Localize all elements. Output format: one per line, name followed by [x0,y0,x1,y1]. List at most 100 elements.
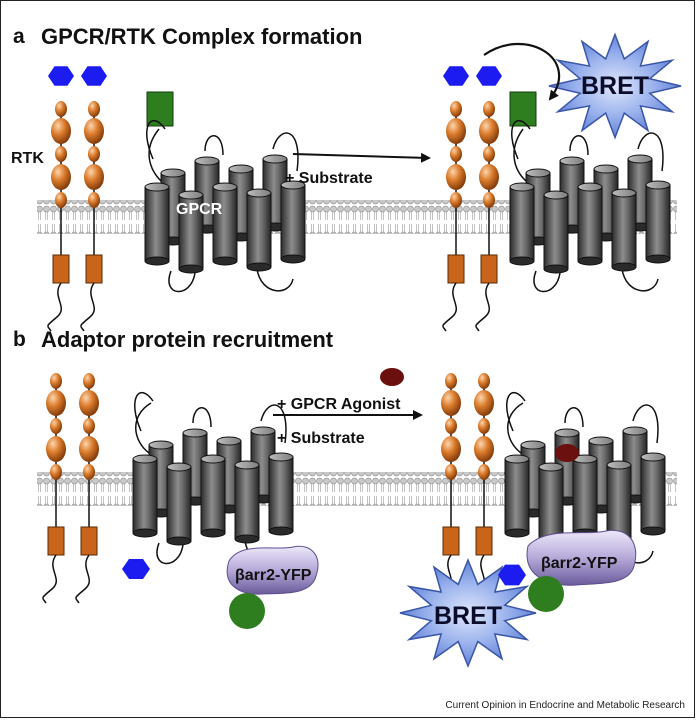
gpcr-helix [509,186,535,262]
rtk-domain-bead [84,118,104,144]
gpcr-helix-base [132,528,158,538]
rtk-domain-bead [441,390,461,416]
rtk-domain-bead [483,101,495,117]
rtk-domain-bead [446,118,466,144]
gpcr-helix-base [178,264,204,274]
gpcr-helix-top [200,454,226,464]
gpcr-loop [272,132,299,172]
rtk-domain-bead [450,192,462,208]
gpcr-helix [572,458,598,534]
gpcr-helix [132,458,158,534]
panel-a-letter: a [13,25,25,48]
gpcr-helix-base [645,254,671,264]
gpcr-helix-top [132,454,158,464]
gpcr-helix-top [262,154,288,164]
rtk-domain-bead [46,390,66,416]
gpcr-loop [256,268,294,292]
rtk-label: RTK [11,150,44,167]
rtk-domain-bead [483,146,495,162]
bret-label-a: BRET [581,72,649,100]
gpcr-loop [168,270,196,293]
rtk-kinase-domain [475,526,493,556]
gpcr-helix-base [268,526,294,536]
rtk-domain-bead [445,418,457,434]
rtk-domain-bead [55,192,67,208]
gpcr-helix-base [509,256,535,266]
gpcr-helix-base [280,254,306,264]
rtk-gpcr-group-a-left [47,66,306,332]
rtk-domain-bead [479,164,499,190]
gpcr-helix-base [166,536,192,546]
gpcr-helix-top [216,436,242,446]
luciferase-hexagon [476,66,502,86]
rtk-domain-bead [450,146,462,162]
rtk-domain-bead [478,373,490,389]
gpcr-n-terminus [513,128,527,182]
gpcr-loop [156,542,184,565]
gpcr-helix-top [645,180,671,190]
gpcr-helix-top [509,182,535,192]
rtk-tail [80,282,96,332]
panel-a-title: GPCR/RTK Complex formation [41,24,362,49]
rtk-tail [475,282,491,332]
gpcr-helix-top [194,156,220,166]
gpcr-helix-top [640,452,666,462]
luciferase-hexagon [48,66,74,86]
gpcr-helix-top [234,460,260,470]
gpcr-helix [200,458,226,534]
gpcr-loop [632,404,659,444]
gpcr-loop [506,392,526,432]
rtk-domain-bead [478,464,490,480]
gpcr-helix [144,186,170,262]
gpcr-n-terminus [135,402,152,454]
reaction-arrow-a [292,152,431,163]
gpcr-helix-top [588,436,614,446]
gpcr-helix-base [246,262,272,272]
rtk-kinase-domain [52,254,70,284]
arrow-label-substrate-b: + Substrate [277,430,365,447]
gpcr-helix-top [554,428,580,438]
gpcr-helix [640,456,666,532]
luciferase-hexagon [81,66,107,86]
gpcr-helix-top [504,454,530,464]
rtk-domain-bead [79,390,99,416]
gpcr-helix-base [577,256,603,266]
rtk-domain-bead [479,118,499,144]
rtk-domain-bead [478,418,490,434]
gpcr-helix-base [504,528,530,538]
rtk-domain-bead [83,418,95,434]
gpcr-helix-top [627,154,653,164]
gpcr-label: GPCR [176,201,223,218]
bret-label-b: BRET [434,602,502,630]
gpcr-loop [637,132,664,172]
rtk-tail [442,282,458,332]
rtk-kinase-domain [80,526,98,556]
rtk-domain-bead [84,164,104,190]
gpcr-helix [504,458,530,534]
gpcr-n-terminus [148,128,162,182]
beta-arrestin-label-left: βarr2-YFP [235,567,312,584]
gpcr-loop [511,120,531,160]
gpcr-helix-top [148,440,174,450]
panel-b-title: Adaptor protein recruitment [41,327,334,352]
gpcr-helix-top [611,188,637,198]
rtk-domain-bead [79,436,99,462]
journal-credit: Current Opinion in Endocrine and Metabol… [445,700,685,711]
rtk-kinase-domain [447,254,465,284]
rtk-domain-bead [445,373,457,389]
gpcr-loop [204,135,224,156]
gpcr-helix [246,192,272,268]
gpcr-helix-top [622,426,648,436]
beta-arrestin-left [226,545,319,595]
gpcr-loop [564,407,584,428]
rtk-domain-bead [50,373,62,389]
gpcr-helix-top [212,182,238,192]
gpcr-helix-top [178,190,204,200]
rtk-kinase-domain [442,526,460,556]
rtk-tail [47,282,63,332]
luciferase-hexagon-free [122,559,150,579]
rtk-domain-bead [55,146,67,162]
rtk-domain-bead [51,118,71,144]
